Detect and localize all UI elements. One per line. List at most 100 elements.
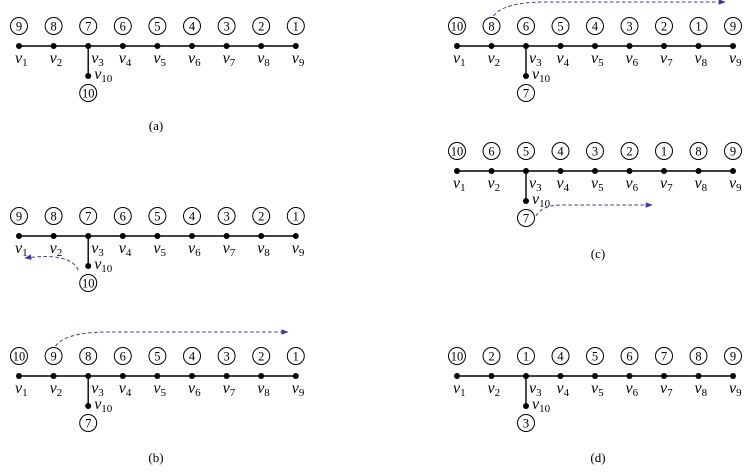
vertex-v4 <box>119 233 126 239</box>
label-circle <box>655 142 673 160</box>
vertex-subscript: 6 <box>195 57 201 69</box>
move-arrow <box>493 0 726 17</box>
label-circle <box>482 142 501 160</box>
label-circle <box>286 347 305 365</box>
vertex-v2 <box>488 373 495 379</box>
vertex-name: v4 <box>557 175 570 194</box>
label-circle <box>448 17 466 35</box>
vertex-v7 <box>661 373 667 379</box>
vertex-subscript: 6 <box>195 387 201 399</box>
vertex-name: v4 <box>557 380 570 399</box>
vertex-subscript: 2 <box>495 387 501 399</box>
vertex-label: 1 <box>695 20 701 34</box>
vertex-label: 5 <box>154 210 160 224</box>
label-circle <box>10 207 28 225</box>
label-circle <box>551 17 570 35</box>
vertex-v6 <box>189 373 195 379</box>
vertex-subscript: 4 <box>126 57 132 69</box>
caption-c: (c) <box>591 246 605 261</box>
vertex-v4 <box>557 168 564 174</box>
vertex-name: v2 <box>50 50 63 69</box>
label-circle <box>689 347 708 365</box>
vertex-subscript: 5 <box>161 57 167 69</box>
vertex-subscript: 2 <box>57 57 63 69</box>
label-circle <box>79 414 98 432</box>
vertex-v6 <box>189 43 195 49</box>
vertex-name: v7 <box>223 380 236 399</box>
vertex-name: v1 <box>15 240 28 259</box>
vertex-label: 2 <box>661 20 667 34</box>
vertex-v9 <box>730 373 736 379</box>
vertex-subscript: 2 <box>57 387 63 399</box>
vertex-subscript: 9 <box>299 387 305 399</box>
vertex-subscript: 4 <box>126 247 132 259</box>
vertex-v10 <box>85 73 92 79</box>
label-circle <box>10 17 28 35</box>
vertex-label: 8 <box>488 20 494 34</box>
vertex-v3 <box>85 373 92 379</box>
vertex-v5 <box>154 233 161 239</box>
vertex-name: v5 <box>153 380 166 399</box>
vertex-name: v2 <box>488 175 501 194</box>
vertex-label: 6 <box>523 20 529 34</box>
vertex-subscript: 7 <box>667 182 673 194</box>
vertex-label: 3 <box>223 20 229 34</box>
vertex-v5 <box>154 43 161 49</box>
vertex-label: 8 <box>50 20 56 34</box>
label-circle <box>689 17 708 35</box>
vertex-v2 <box>488 43 495 49</box>
vertex-v5 <box>154 373 161 379</box>
vertex-v3 <box>85 233 92 239</box>
vertex-v10 <box>85 263 92 269</box>
vertex-v5 <box>592 168 598 174</box>
vertex-label: 1 <box>293 210 299 224</box>
vertex-v8 <box>695 43 702 49</box>
vertex-subscript: 6 <box>633 387 639 399</box>
label-circle <box>517 414 535 432</box>
vertex-v3 <box>523 168 529 174</box>
move-arrow <box>535 202 653 217</box>
vertex-name: v7 <box>223 240 236 259</box>
vertex-name: v5 <box>591 380 604 399</box>
vertex-v1 <box>16 233 22 239</box>
label-circle <box>620 142 639 160</box>
vertex-v2 <box>50 43 57 49</box>
label-circle <box>183 17 201 35</box>
label-circle <box>148 207 167 225</box>
vertex-subscript: 8 <box>264 247 270 259</box>
vertex-name: v9 <box>729 380 742 399</box>
label-circle <box>620 347 639 365</box>
vertex-v9 <box>292 43 299 49</box>
vertex-v1 <box>454 373 460 379</box>
label-circle <box>10 347 28 365</box>
pendant-label: 7 <box>523 87 529 101</box>
vertex-label: 2 <box>258 350 264 364</box>
label-circle <box>217 17 236 35</box>
label-circle <box>689 142 708 160</box>
vertex-subscript: 3 <box>536 57 542 69</box>
vertex-name: v1 <box>453 380 466 399</box>
vertex-name: v2 <box>488 50 501 69</box>
vertex-name: v1 <box>453 175 466 194</box>
label-circle <box>620 17 639 35</box>
vertex-subscript: 8 <box>702 182 708 194</box>
label-circle <box>551 347 570 365</box>
label-circle <box>183 347 201 365</box>
vertex-label: 5 <box>154 20 160 34</box>
vertex-label: 4 <box>189 350 196 364</box>
label-circle <box>724 347 742 365</box>
vertex-subscript: 8 <box>264 387 270 399</box>
vertex-v4 <box>119 373 126 379</box>
vertex-name: v7 <box>223 50 236 69</box>
label-circle <box>217 207 236 225</box>
vertex-subscript: 6 <box>633 57 639 69</box>
vertex-label: 2 <box>258 210 264 224</box>
vertex-name: v6 <box>188 380 201 399</box>
vertex-label: 8 <box>85 350 91 364</box>
vertex-name: v7 <box>660 380 673 399</box>
vertex-label: 1 <box>661 145 667 159</box>
